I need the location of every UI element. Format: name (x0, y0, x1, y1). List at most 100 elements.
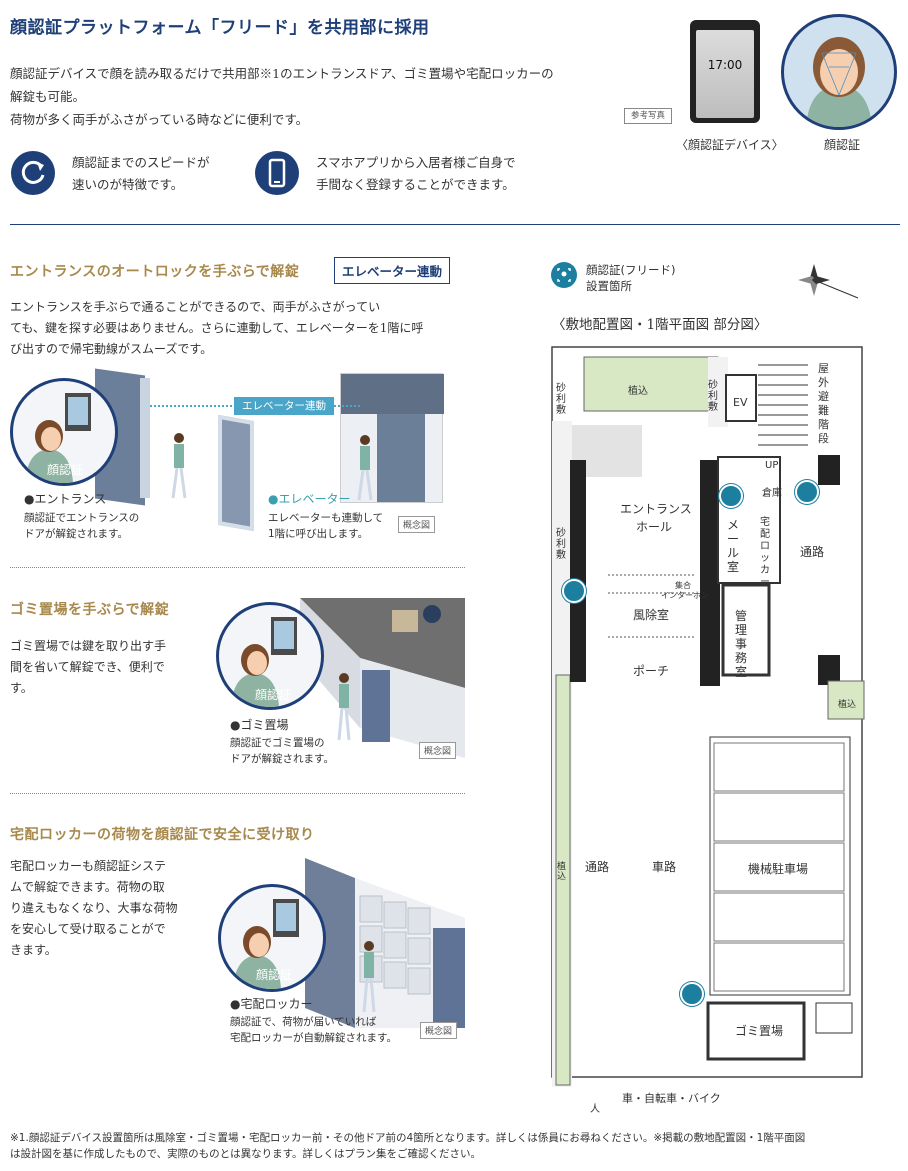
footnote-line: ※1.顔認証デバイス設置箇所は風除室・ゴミ置場・宅配ロッカー前・その他ドア前の4… (10, 1132, 806, 1144)
caption-line: 顔認証でエントランスの (24, 512, 140, 524)
elevator-link-label: エレベーター連動 (234, 397, 334, 415)
caption-line: 1階に呼び出します。 (268, 528, 369, 540)
map-label-intercom: 集合 (675, 581, 691, 590)
feature-text: 速いのが特徴です。 (72, 177, 184, 192)
face-recognition-marker-icon (551, 262, 577, 288)
concept-tag: 概念図 (419, 742, 457, 759)
map-label-locker: 宅配ロッカー (760, 517, 770, 588)
face-recognition-marker-icon (680, 982, 704, 1006)
map-label-person: 人 (590, 1104, 600, 1115)
map-label-entrance-hall: ホール (636, 520, 673, 534)
body-line: す。 (10, 681, 33, 695)
body-line: ゴミ置場では鍵を取り出す手 (10, 639, 167, 653)
feature-speed: 顔認証までのスピードが 速いのが特徴です。 (72, 152, 210, 196)
body-line: を安心して受け取ることがで (10, 922, 166, 936)
intro-text: 顔認証デバイスで顔を読み取るだけで共用部※1のエントランスドア、ゴミ置場や宅配ロ… (10, 62, 620, 131)
caption-line: エレベーターも連動して (268, 512, 384, 524)
face-device-photo: 17:00 (690, 20, 760, 123)
intro-line: 解錠も可能。 (10, 89, 86, 104)
body-line: り違えもなくなり、大事な荷物 (10, 901, 178, 915)
face-auth-circle-locker (218, 884, 326, 992)
garbage-title: ゴミ置場を手ぶらで解錠 (10, 602, 170, 618)
section-divider (10, 567, 465, 568)
intro-line: 荷物が多く両手がふさがっている時などに便利です。 (10, 112, 309, 127)
floor-plan (548, 345, 868, 1090)
face-recognition-marker-icon (562, 579, 586, 603)
feature-text: 手間なく登録することができます。 (316, 177, 515, 192)
face-auth-label: 顔認証 (255, 688, 292, 702)
sample-photo-tag: 参考写真 (624, 108, 672, 124)
elevator-hall-illustration (340, 373, 444, 503)
body-line: エントランスを手ぶらで通ることができるので、両手がふさがってい (10, 300, 381, 314)
garbage-body: ゴミ置場では鍵を取り出す手 間を省いて解錠でき、便利で す。 (10, 636, 210, 699)
map-label-garbage: ゴミ置場 (735, 1024, 784, 1038)
entrance-body: エントランスを手ぶらで通ることができるので、両手がふさがってい ても、鍵を探す必… (10, 297, 470, 360)
body-line: び出すので帰宅動線がスムーズです。 (10, 342, 213, 356)
locker-caption: 顔認証で、荷物が届いていれば 宅配ロッカーが自動解錠されます。 (230, 1014, 397, 1046)
intro-line: 顔認証デバイスで顔を読み取るだけで共用部※1のエントランスドア、ゴミ置場や宅配ロ… (10, 66, 554, 81)
face-caption: 顔認証 (824, 138, 861, 152)
elevator-caption-title: ●エレベーター (268, 492, 351, 506)
face-auth-circle-entrance (10, 378, 118, 486)
map-label-up: UP (765, 460, 779, 471)
person-locker-illustration (358, 940, 380, 1016)
map-label-carway: 車路 (652, 860, 677, 874)
map-caption: 〈敷地配置図・1階平面図 部分図〉 (552, 317, 768, 333)
map-label-plant: 植込 (838, 700, 857, 710)
garbage-room-illustration (300, 598, 465, 758)
elevator-link-tag: エレベーター連動 (334, 257, 451, 284)
face-auth-circle-garbage (216, 602, 324, 710)
map-label-plant: 植込 (628, 386, 648, 397)
body-line: きます。 (10, 943, 57, 957)
person-elevator-illustration (355, 434, 375, 504)
entrance-caption-title: ●エントランス (24, 492, 107, 506)
caption-line: 顔認証でゴミ置場の (230, 737, 325, 749)
map-label-aisle: 通路 (585, 860, 610, 874)
feature-text: スマホアプリから入居者様ご自身で (316, 155, 516, 170)
caption-line: 宅配ロッカーが自動解錠されます。 (230, 1032, 397, 1044)
refresh-icon (11, 151, 55, 195)
caption-line: 顔認証で、荷物が届いていれば (230, 1016, 377, 1028)
map-label-mail: メール室 (727, 518, 740, 574)
legend-line: 設置箇所 (586, 279, 632, 293)
map-label-plant: 植込 (557, 862, 567, 882)
locker-body: 宅配ロッカーも顔認証システ ムで解錠できます。荷物の取 り違えもなくなり、大事な… (10, 856, 210, 961)
map-label-ev: EV (733, 396, 748, 409)
body-line: 宅配ロッカーも顔認証システ (10, 859, 167, 873)
footnote-line: は設計図を基に作成したもので、実際のものとは異なります。詳しくはプラン集をご確認… (10, 1148, 482, 1160)
map-label-stairs: 屋外避難階段 (818, 362, 829, 445)
face-auth-label: 顔認証 (256, 968, 293, 982)
face-auth-label: 顔認証 (47, 463, 84, 477)
map-label-gravel: 砂利敷 (708, 380, 718, 413)
concept-tag: 概念図 (420, 1022, 458, 1039)
person-walking-illustration (170, 432, 188, 502)
concept-tag: 概念図 (398, 516, 436, 533)
smartphone-icon (255, 151, 299, 195)
garbage-caption-title: ●ゴミ置場 (230, 718, 289, 732)
section-divider (10, 224, 900, 225)
person-garbage-illustration (334, 672, 354, 744)
map-label-office: 管理事務室 (735, 609, 748, 679)
map-label-porch: ポーチ (633, 664, 670, 678)
entrance-caption: 顔認証でエントランスの ドアが解錠されます。 (24, 510, 139, 542)
elevator-caption: エレベーターも連動して 1階に呼び出します。 (268, 510, 383, 542)
locker-title: 宅配ロッカーの荷物を顔認証で安全に受け取り (10, 827, 315, 843)
map-label-gravel: 砂利敷 (556, 528, 566, 561)
map-label-entrance-hall: エントランス (620, 502, 692, 516)
map-legend: 顔認証(フリード) 設置箇所 (586, 262, 675, 294)
map-label-road: 通路 (800, 545, 825, 559)
device-caption: 〈顔認証デバイス〉 (676, 138, 784, 152)
garbage-caption: 顔認証でゴミ置場の ドアが解錠されます。 (230, 735, 334, 767)
section-divider (10, 793, 465, 794)
body-line: 間を省いて解錠でき、便利で (10, 660, 165, 674)
footnote: ※1.顔認証デバイス設置箇所は風除室・ゴミ置場・宅配ロッカー前・その他ドア前の4… (10, 1130, 905, 1162)
face-recognition-marker-icon (719, 484, 743, 508)
face-recognition-illustration (781, 14, 897, 130)
legend-line: 顔認証(フリード) (586, 263, 676, 277)
door-illustration (140, 378, 150, 498)
map-label-storage: 倉庫 (762, 488, 782, 499)
map-label-vehicles: 車・自転車・バイク (622, 1092, 721, 1105)
locker-illustration (305, 858, 465, 1028)
map-label-windbreak: 風除室 (633, 608, 670, 622)
caption-line: ドアが解錠されます。 (24, 528, 128, 540)
